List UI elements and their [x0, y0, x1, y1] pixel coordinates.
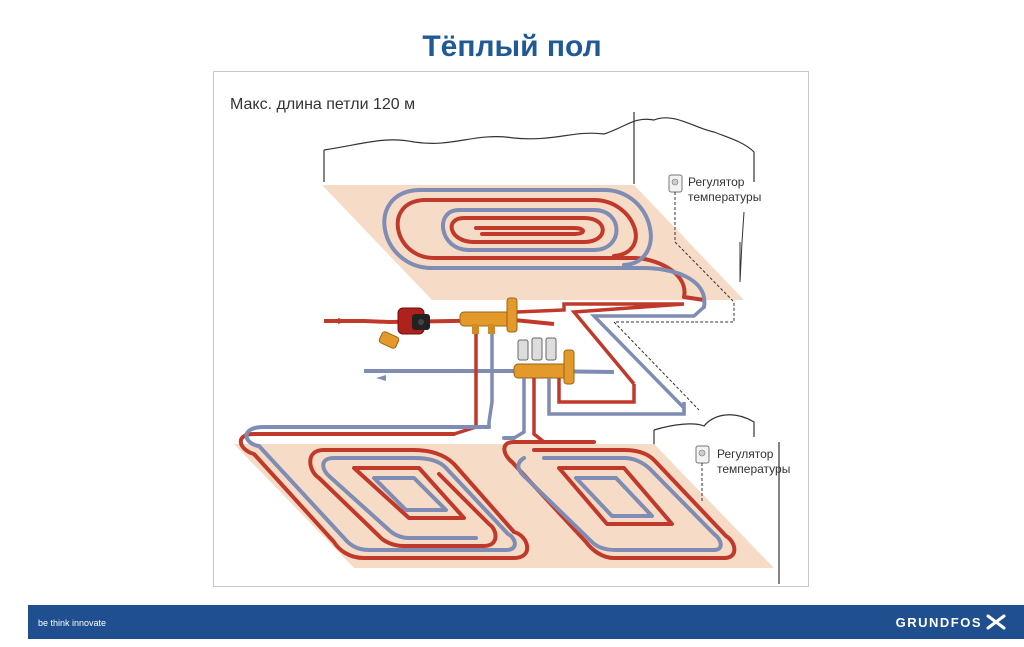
- lower-left-loop-return: [244, 425, 517, 552]
- upper-regulator-label-2: температуры: [688, 190, 761, 204]
- upper-floor-supply-link: [516, 302, 685, 386]
- lower-right-loop-supply: [502, 440, 737, 560]
- grundfos-logo: GRUNDFOS: [896, 613, 1006, 631]
- footer-bar: be think innovate GRUNDFOS: [28, 605, 1024, 639]
- lower-left-loop-supply: [238, 432, 530, 560]
- upper-loop-inner: [474, 226, 585, 236]
- footer-tagline: be think innovate: [38, 618, 107, 628]
- supply-inlet-pipe: [324, 317, 555, 326]
- diagram-heading: Макс. длина петли 120 м: [230, 96, 415, 113]
- upper-room-wall: [323, 112, 755, 184]
- supply-manifold: [459, 311, 515, 327]
- mixing-valve-icon: [378, 331, 400, 349]
- lower-right-loop-return: [502, 436, 723, 552]
- upper-floor-return-link: [589, 305, 706, 414]
- logo-text: GRUNDFOS: [895, 614, 982, 630]
- thermo-actuator-icon: [517, 339, 529, 361]
- inflow-arrow-icon: [338, 318, 348, 324]
- diagram-frame: Макс. длина петли 120 м Регулятор темпер…: [213, 71, 809, 587]
- grundfos-x-icon: [986, 614, 1006, 630]
- lower-regulator-label-2: температуры: [717, 462, 790, 476]
- lower-floor-slab: [234, 444, 774, 568]
- return-outlet-pipe: [364, 369, 615, 374]
- upper-loop-supply: [395, 198, 706, 302]
- return-manifold: [513, 363, 571, 379]
- underfloor-heating-diagram: Макс. длина петли 120 м Регулятор темпер…: [230, 96, 790, 584]
- lower-regulator-label-1: Регулятор: [717, 447, 774, 461]
- upper-regulator-label-1: Регулятор: [688, 175, 745, 189]
- outflow-arrow-icon: [376, 375, 386, 381]
- slide-title: Тёплый пол: [422, 30, 602, 63]
- upper-loop-return: [382, 188, 707, 309]
- upper-thermostat-cable: [674, 192, 735, 323]
